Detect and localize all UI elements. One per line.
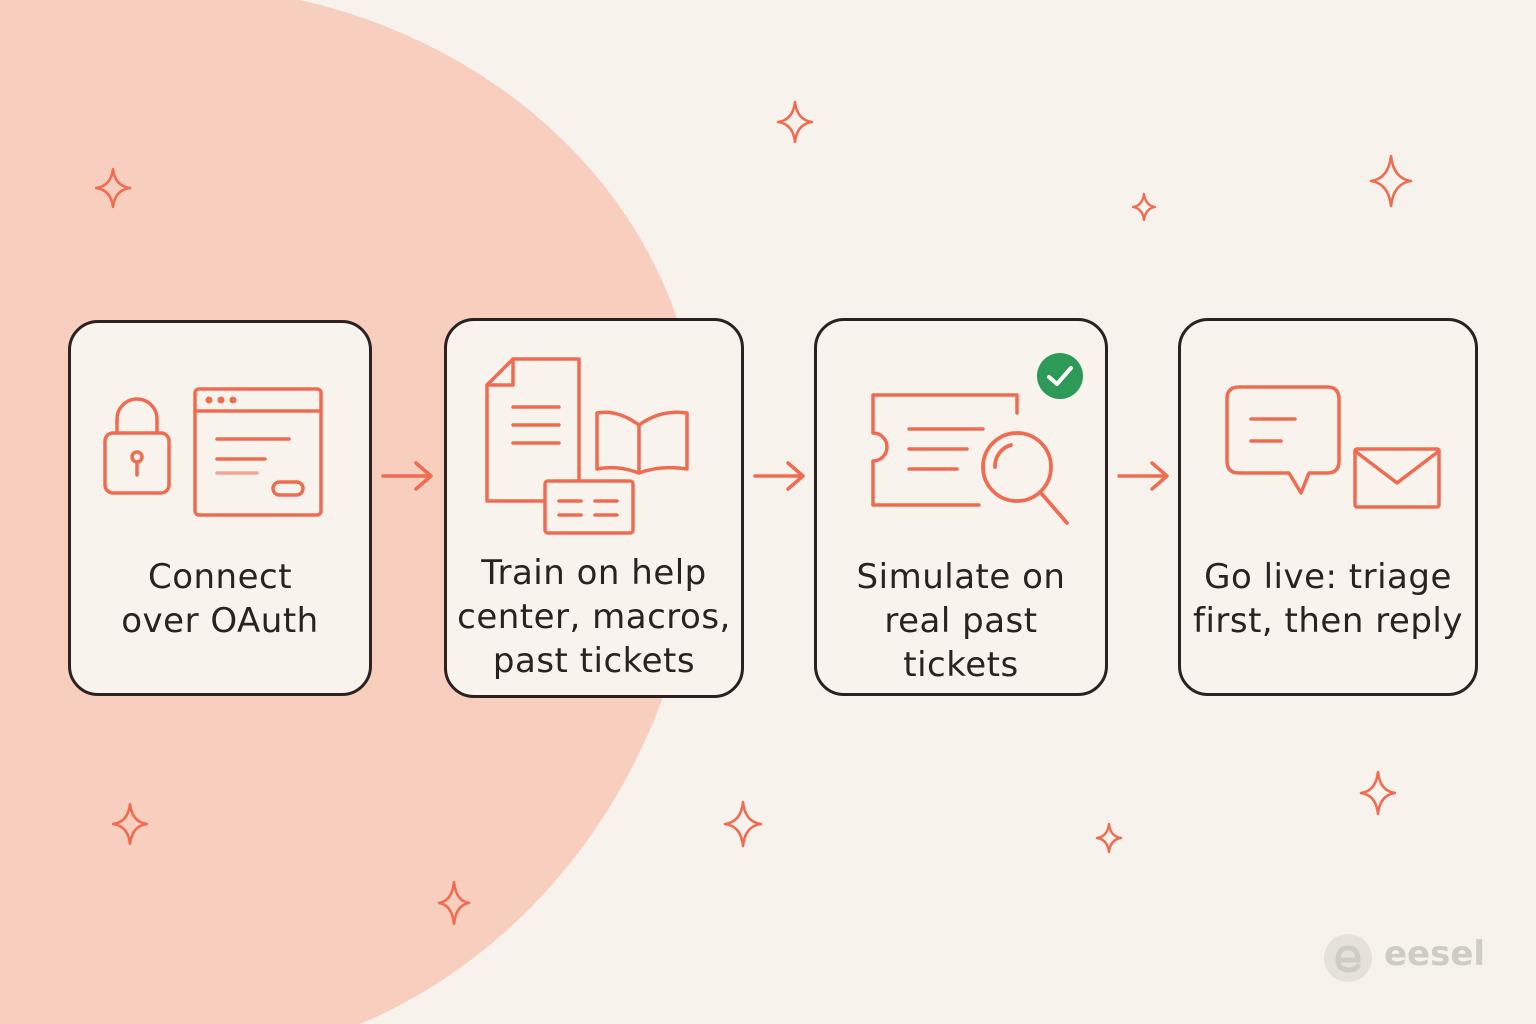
step-card-connect: Connect over OAuth — [68, 320, 372, 696]
train-illustration — [485, 357, 689, 535]
arrow-right-icon — [1117, 461, 1169, 491]
sparkle-icon — [94, 167, 132, 209]
sparkle-icon — [1131, 192, 1157, 222]
check-badge-icon — [1037, 353, 1083, 399]
sparkle-icon — [723, 800, 763, 848]
envelope-icon — [1353, 447, 1441, 509]
arrow-right-icon — [753, 461, 805, 491]
logo-mark-icon — [1324, 934, 1372, 982]
sparkle-icon — [1359, 770, 1397, 816]
sparkle-icon — [1369, 154, 1413, 208]
connect-illustration — [103, 387, 323, 517]
step-card-simulate: Simulate on real past tickets — [814, 318, 1108, 696]
go-live-illustration — [1225, 385, 1441, 509]
document-icon — [485, 357, 581, 503]
step-label: Connect over OAuth — [121, 557, 319, 641]
sparkle-icon — [111, 802, 149, 846]
eesel-logo: eesel — [1322, 932, 1486, 984]
step-label: Go live: triage first, then reply — [1192, 557, 1463, 641]
step-label: Simulate on real past tickets — [856, 557, 1066, 685]
sparkle-icon — [776, 100, 814, 144]
card-icon — [543, 479, 635, 535]
step-label: Train on help center, macros, past ticke… — [457, 553, 731, 681]
sparkle-icon — [437, 880, 471, 926]
step-card-go-live: Go live: triage first, then reply — [1178, 318, 1478, 696]
magnifier-icon — [981, 431, 1069, 525]
simulate-illustration — [871, 393, 1069, 525]
step-card-train: Train on help center, macros, past ticke… — [444, 318, 744, 698]
arrow-right-icon — [381, 461, 433, 491]
browser-window-icon — [193, 387, 323, 517]
book-icon — [595, 410, 689, 475]
sparkle-icon — [1095, 822, 1123, 854]
ticket-icon — [871, 393, 1019, 507]
chat-bubble-icon — [1225, 385, 1341, 495]
logo-text: eesel — [1384, 934, 1486, 974]
lock-icon — [103, 397, 171, 495]
